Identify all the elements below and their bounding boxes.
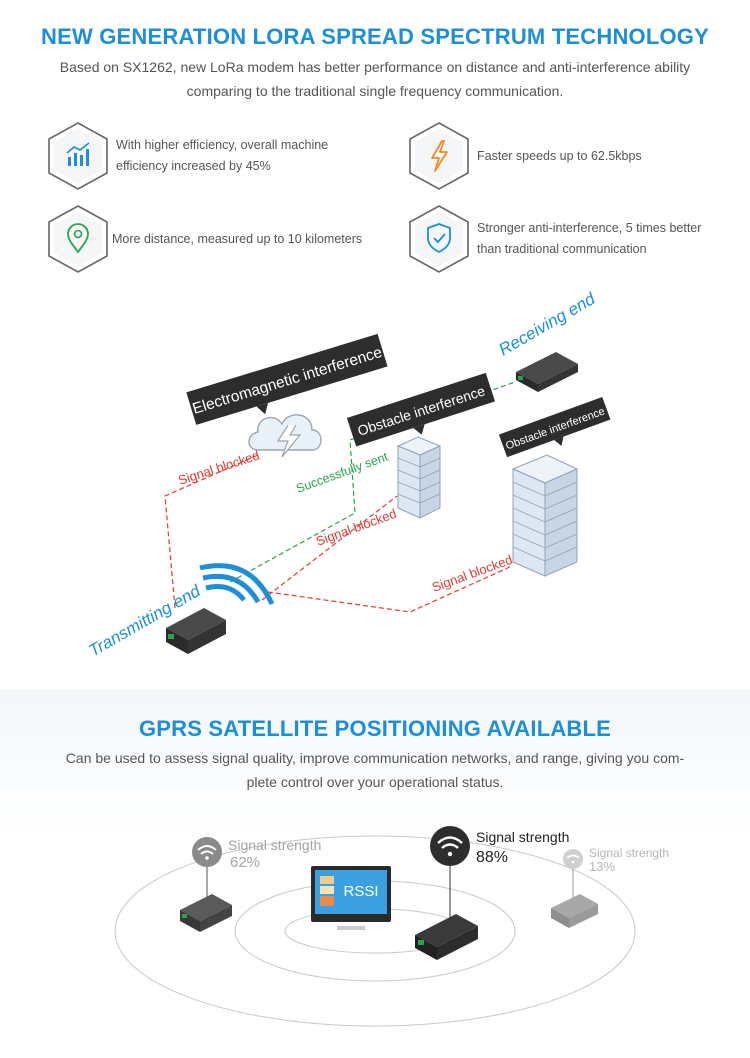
- lightning-icon: [407, 121, 471, 191]
- location-pin-icon: [46, 204, 110, 274]
- feature-efficiency: With higher efficiency, overall machine …: [46, 121, 328, 191]
- signal-strength-value: 13%: [589, 859, 615, 874]
- signal-blocked-label: Signal blocked: [430, 552, 515, 595]
- lora-device-icon: [551, 894, 598, 928]
- wifi-signal-icon: [563, 849, 583, 869]
- signal-strength-value: 88%: [476, 849, 508, 866]
- obstacle-label-2: Obstacle interference: [498, 396, 611, 458]
- signal-strength-label: Signal strength: [476, 829, 569, 845]
- lora-interference-diagram: Electromagnetic interference Signal bloc…: [86, 289, 611, 660]
- signal-strength-label: Signal strength: [228, 837, 321, 853]
- receiving-end-label: Receiving end: [496, 289, 599, 360]
- signal-strength-diagram: RSSI Signal strength 62% Signal strength…: [114, 826, 669, 1027]
- transmitter-device-icon: [166, 608, 226, 654]
- svg-text:Electromagnetic interference: Electromagnetic interference: [191, 344, 385, 418]
- feature-text: Faster speeds up to 62.5kbps: [477, 148, 642, 163]
- wifi-signal-icon: [192, 837, 222, 867]
- section-title: NEW GENERATION LORA SPREAD SPECTRUM TECH…: [41, 24, 709, 49]
- rssi-monitor-icon: RSSI: [311, 866, 391, 930]
- feature-text: With higher efficiency, overall machine: [116, 138, 329, 152]
- signal-strength-label: Signal strength: [589, 846, 669, 860]
- chart-bars-icon: [46, 121, 110, 191]
- feature-distance: More distance, measured up to 10 kilomet…: [46, 204, 362, 274]
- feature-text: efficiency increased by 45%: [116, 159, 271, 173]
- wifi-waves-icon: [199, 563, 275, 606]
- signal-blocked-label: Signal blocked: [176, 447, 261, 487]
- feature-anti-interference: Stronger anti-interference, 5 times bett…: [407, 204, 701, 274]
- subtitle-line: Can be used to assess signal quality, im…: [65, 750, 685, 766]
- feature-text: More distance, measured up to 10 kilomet…: [112, 231, 363, 246]
- feature-text: Stronger anti-interference, 5 times bett…: [477, 221, 702, 235]
- successfully-sent-label: Successfully sent: [294, 449, 390, 495]
- subtitle-line: plete control over your operational stat…: [246, 774, 504, 790]
- shield-check-icon: [407, 204, 471, 274]
- receiver-device-icon: [516, 352, 578, 392]
- section-subtitle: Can be used to assess signal quality, im…: [40, 746, 710, 794]
- feature-text: than traditional communication: [477, 242, 647, 256]
- signal-blocked-label: Signal blocked: [314, 506, 399, 549]
- building-obstacle-icon: [396, 436, 442, 519]
- rssi-label: RSSI: [343, 883, 378, 900]
- cloud-lightning-icon: [248, 414, 322, 458]
- lora-device-icon: [180, 894, 232, 932]
- feature-speed: Faster speeds up to 62.5kbps: [407, 121, 642, 191]
- lora-device-icon: [415, 914, 478, 960]
- wifi-signal-icon: [430, 826, 470, 866]
- lora-section: NEW GENERATION LORA SPREAD SPECTRUM TECH…: [40, 24, 710, 661]
- subtitle-line: comparing to the traditional single freq…: [186, 83, 564, 99]
- subtitle-line: Based on SX1262, new LoRa modem has bett…: [59, 59, 691, 75]
- building-obstacle-icon: [511, 454, 579, 577]
- section-subtitle: Based on SX1262, new LoRa modem has bett…: [40, 55, 710, 103]
- section-title: GPRS SATELLITE POSITIONING AVAILABLE: [138, 716, 612, 741]
- signal-strength-value: 62%: [230, 854, 260, 871]
